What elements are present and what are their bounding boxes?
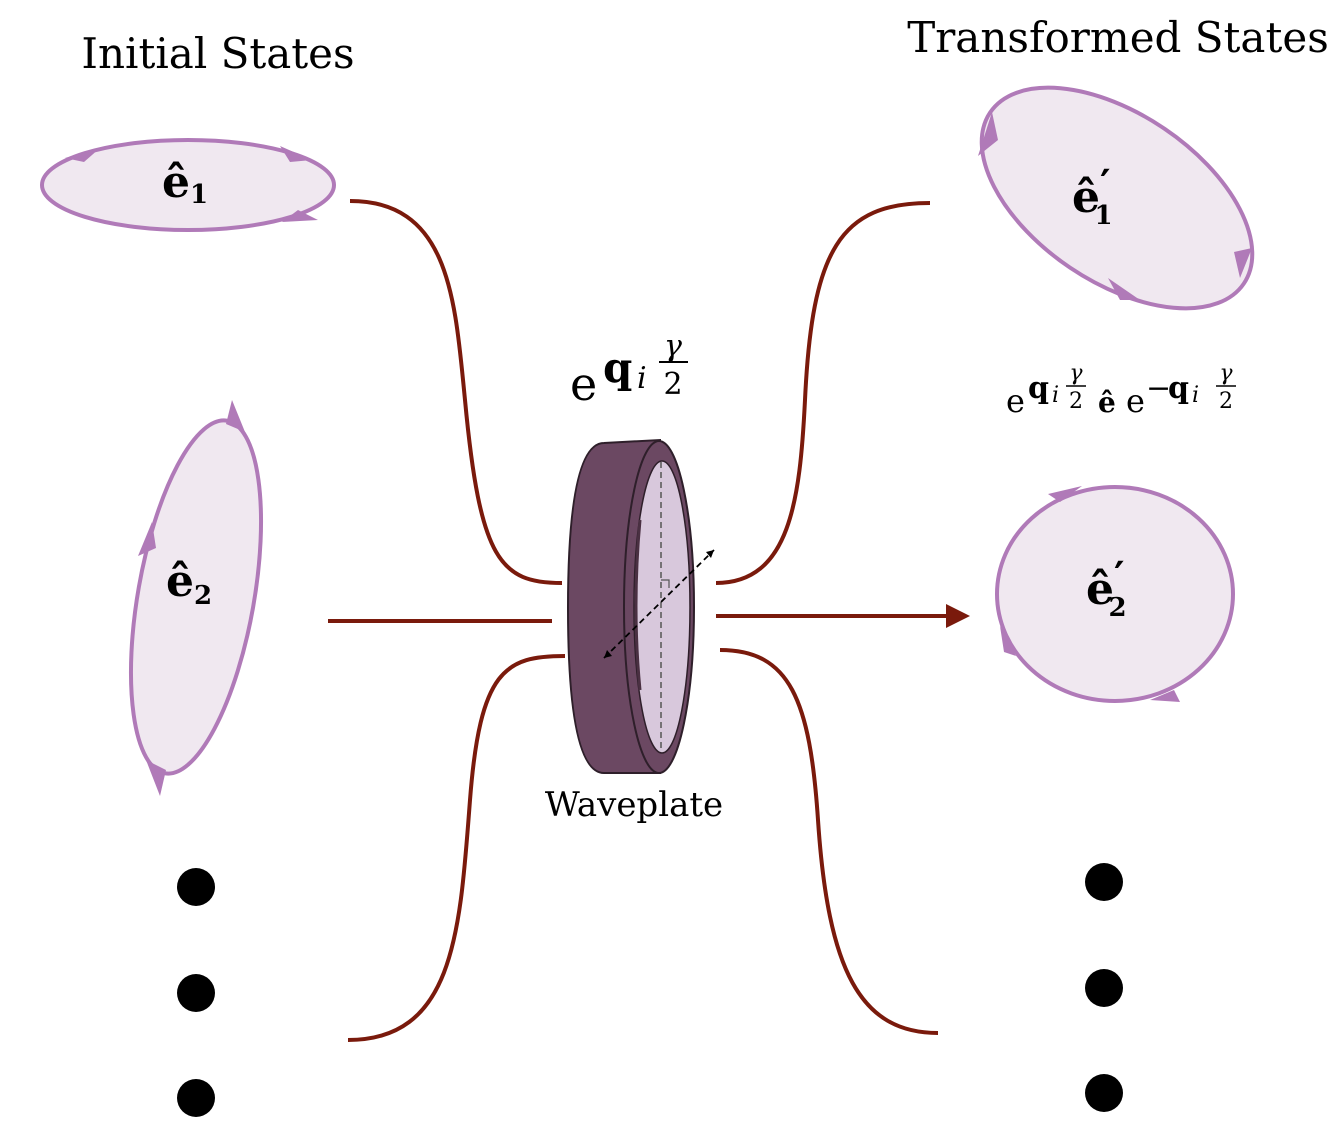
ellipsis-dot bbox=[1085, 1074, 1123, 1112]
right-angle-mark bbox=[661, 579, 670, 588]
operator-base: e bbox=[570, 357, 597, 411]
operator-q: q bbox=[603, 343, 632, 392]
output-beam-bottom bbox=[719, 648, 939, 1035]
formula-gamma: γ bbox=[1069, 361, 1083, 386]
transform-formula: e q i γ 2 ê e − q i γ 2 bbox=[1006, 361, 1236, 420]
formula-base-2: e bbox=[1126, 382, 1145, 420]
rotation-arrow-icon bbox=[1108, 278, 1140, 300]
output-beams bbox=[715, 201, 948, 1035]
formula-two-2: 2 bbox=[1219, 389, 1233, 414]
ellipsis-dot bbox=[177, 974, 215, 1012]
fast-axis-arrow bbox=[603, 549, 715, 659]
initial-state-e2: ê2 bbox=[128, 400, 264, 796]
operator-two: 2 bbox=[663, 367, 682, 402]
formula-index-2: i bbox=[1192, 383, 1199, 408]
input-beams bbox=[328, 199, 566, 1042]
rotation-arrow-icon bbox=[978, 112, 998, 156]
waveplate bbox=[566, 438, 715, 774]
formula-index: i bbox=[1052, 383, 1059, 408]
fast-axis-arrowhead-icon bbox=[604, 650, 612, 658]
ellipsis-dot bbox=[177, 868, 215, 906]
operator-index: i bbox=[637, 361, 647, 396]
ellipsis-dot bbox=[177, 1079, 215, 1117]
initial-states-heading: Initial States bbox=[81, 29, 354, 78]
rotation-arrow-icon bbox=[282, 210, 318, 222]
polarization-ellipse bbox=[979, 85, 1255, 311]
initial-ellipsis-dots bbox=[177, 868, 215, 1117]
polarization-ellipse bbox=[40, 138, 336, 232]
transformed-state-e2: ê′2 bbox=[995, 485, 1235, 703]
transformed-ellipsis-dots bbox=[1085, 863, 1123, 1112]
rotation-arrow-icon bbox=[1000, 626, 1016, 656]
fast-axis-arrowhead-icon bbox=[706, 550, 714, 558]
polarization-ellipse bbox=[995, 485, 1235, 703]
formula-vector: ê bbox=[1098, 386, 1116, 419]
state-symbol: ê′2 bbox=[1086, 553, 1127, 623]
rotation-arrow-icon bbox=[1234, 248, 1252, 278]
rotation-arrow-icon bbox=[138, 522, 156, 556]
waveplate-label: Waveplate bbox=[545, 785, 723, 825]
transformed-state-e1: ê′1 bbox=[978, 85, 1255, 311]
state-symbol: ê′1 bbox=[1072, 161, 1113, 231]
formula-gamma-2: γ bbox=[1219, 361, 1233, 386]
rotation-arrow-icon bbox=[146, 760, 166, 796]
operator-expression: e q i γ 2 bbox=[570, 329, 688, 411]
formula-minus: − bbox=[1146, 371, 1171, 406]
state-symbol: ê2 bbox=[166, 556, 212, 611]
rotation-arrow-icon bbox=[1150, 690, 1180, 702]
output-beam-top bbox=[715, 201, 931, 585]
formula-base: e bbox=[1006, 382, 1025, 420]
rotation-arrow-icon bbox=[226, 400, 245, 432]
ellipsis-dot bbox=[1085, 969, 1123, 1007]
input-beam-bottom bbox=[347, 654, 566, 1042]
formula-q: q bbox=[1028, 371, 1049, 406]
rotation-arrow-icon bbox=[65, 148, 100, 162]
input-beam-top bbox=[349, 199, 563, 585]
ellipsis-dot bbox=[1085, 863, 1123, 901]
formula-two: 2 bbox=[1069, 389, 1083, 414]
initial-state-e1: ê1 bbox=[40, 138, 336, 232]
state-symbol: ê1 bbox=[162, 157, 208, 210]
waveplate-inner-shadow bbox=[634, 519, 642, 691]
rotation-arrow-icon bbox=[280, 146, 312, 162]
rotation-arrow-icon bbox=[1048, 486, 1082, 502]
beam-arrowhead-icon bbox=[946, 604, 970, 628]
formula-q-2: q bbox=[1168, 371, 1189, 406]
transformed-states-heading: Transformed States bbox=[907, 13, 1329, 62]
operator-gamma: γ bbox=[664, 329, 682, 364]
waveplate-face bbox=[633, 460, 691, 754]
